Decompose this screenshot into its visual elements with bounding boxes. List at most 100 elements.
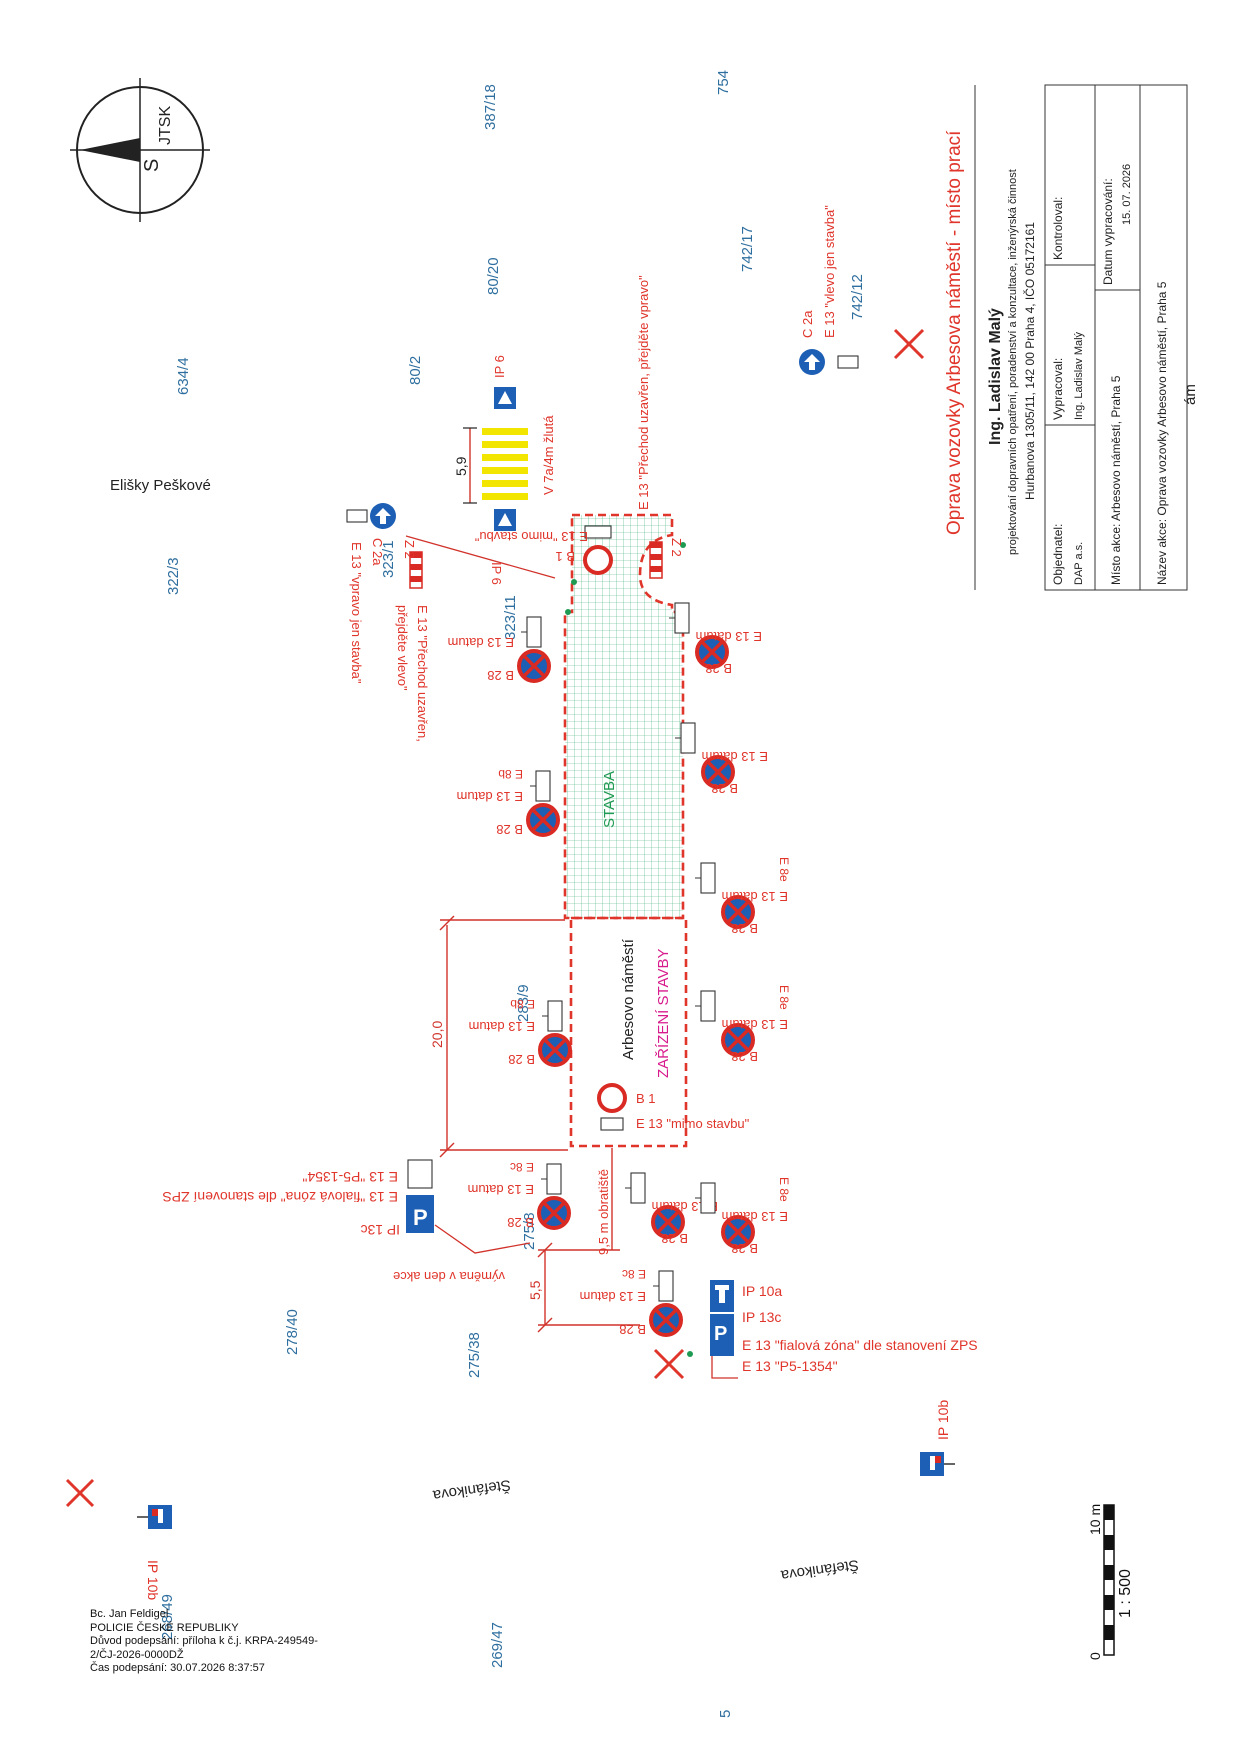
crosswalk-marking: V 7a/4m žlutá 5,9 <box>453 415 556 504</box>
street-stefanikova-left: Štefánikova <box>431 1476 512 1504</box>
parcel-number: 269/47 <box>489 1622 506 1668</box>
b28-no-stopping-sign <box>649 1303 683 1337</box>
parcel-number: 742/12 <box>849 274 866 320</box>
e8-label: E 8b <box>498 767 523 781</box>
c2a-sign-right <box>799 349 859 375</box>
obratiste-label: 9,5 m obratiště <box>596 1169 611 1255</box>
b28-label: B 28 <box>731 1241 758 1256</box>
b28-label: B 28 <box>731 921 758 936</box>
corner-dot <box>687 1351 693 1357</box>
scale-zero: 0 <box>1087 1652 1103 1660</box>
stamp-time: Čas podepsání: 30.07.2026 8:37:57 <box>90 1662 265 1674</box>
c2a-sign-left: C 2a <box>346 503 396 566</box>
vymena-label: výměna v den akce <box>393 1269 505 1284</box>
ip10a-label: IP 10a <box>742 1283 782 1299</box>
company-name: Ing. Ladislav Malý <box>987 308 1004 445</box>
ip10b-label: IP 10b <box>935 1400 951 1440</box>
e8-label: E 8e <box>777 1177 791 1202</box>
removal-x-marker <box>65 1478 95 1508</box>
e13-plate <box>624 1172 646 1204</box>
kontroloval-label: Kontroloval: <box>1051 197 1065 260</box>
e13-plate <box>694 862 716 894</box>
ip6-sign <box>494 509 516 531</box>
vypracoval-label: Vypracoval: <box>1051 358 1065 420</box>
svg-text:P: P <box>413 1205 428 1230</box>
b28-signs: B 28 E 13 datum B 28 E 13 datum B 28 E 13 dat… <box>448 602 791 1337</box>
ip6-label: IP 6 <box>492 355 507 378</box>
e8-label: E 8c <box>622 1267 646 1281</box>
e13-datum-label: E 13 datum <box>469 1019 536 1034</box>
parcel-number: 634/4 <box>175 357 192 395</box>
parcel-number: 322/3 <box>165 557 182 595</box>
parcel-number: 80/2 <box>407 356 424 385</box>
parcel-number: 80/20 <box>485 257 502 295</box>
b28-no-stopping-sign <box>538 1033 572 1067</box>
v7a-label: V 7a/4m žlutá <box>541 415 556 495</box>
z2-label: Z 2 <box>669 538 684 557</box>
nazev-akce: Název akce: Oprava vozovky Arbesovo námě… <box>1155 281 1169 585</box>
ip10b-left-label: IP 10b <box>145 1560 161 1600</box>
b1-sign-top <box>583 525 613 575</box>
ip6-sign <box>494 387 516 409</box>
e13-plate <box>520 616 542 648</box>
datum-value: 15. 07. 2026 <box>1121 164 1133 225</box>
ip13c-left-label: IP 13c <box>361 1222 400 1238</box>
street-elisky-peskove: Elišky Peškové <box>110 477 211 494</box>
ip13c-label: IP 13c <box>742 1309 781 1325</box>
e13-vpravo-label: E 13 "vpravo jen stavba" <box>349 542 364 684</box>
arbesovo-label: Arbesovo náměstí <box>620 938 637 1060</box>
e13-plate <box>541 1000 563 1032</box>
e13-mimo-top-label: E 13 "mimo stavbu" <box>474 529 588 544</box>
e13-datum-label: E 13 datum <box>722 1017 789 1032</box>
e13-plate <box>540 1163 562 1195</box>
stavba-label: STAVBA <box>601 771 618 828</box>
b28-label: B 28 <box>619 1322 646 1337</box>
e8-label: E 8e <box>777 857 791 882</box>
z2-label: Z 2 <box>402 540 417 559</box>
scale-bar: 0 10 m 1 : 500 <box>1087 1504 1134 1660</box>
b1-label: B 1 <box>636 1091 656 1106</box>
ip6-label: IP 6 <box>489 562 504 585</box>
b28-label: B 28 <box>508 1052 535 1067</box>
b1-sign-bottom <box>597 1083 627 1131</box>
dimension-5-5: 5,5 <box>527 1242 640 1333</box>
b28-label: B 28 <box>731 1049 758 1064</box>
removal-x-marker <box>653 1348 685 1380</box>
parcel-number: 268/49 <box>159 1594 176 1640</box>
e13-plate <box>652 1270 674 1302</box>
parcel-number: 742/17 <box>739 226 756 272</box>
construction-area: STAVBA <box>563 513 685 920</box>
e13-plate <box>694 990 716 1022</box>
corner-dot <box>565 609 571 615</box>
b28-label: B 28 <box>496 822 523 837</box>
e13-datum-label: E 13 datum <box>580 1289 647 1304</box>
prechod-vlevo-label-2: přejděte vlevo" <box>395 605 410 691</box>
parcel-number: 283/9 <box>515 984 532 1022</box>
title-block: Oprava vozovky Arbesova náměstí - místo … <box>944 84 1188 591</box>
b28-no-stopping-sign <box>517 649 551 683</box>
e13-datum-label: E 13 datum <box>468 1182 535 1197</box>
parcel-number: 5 <box>717 1710 734 1718</box>
p5-left-label: E 13 "P5-1354" <box>302 1169 398 1185</box>
e8-label: E 8e <box>777 985 791 1010</box>
e8-label: E 8b <box>510 997 535 1011</box>
parcel-number: 754 <box>715 70 732 95</box>
e13-datum-label: E 13 datum <box>722 1209 789 1224</box>
datum-label: Datum vypracování: <box>1101 178 1115 285</box>
b28-label: B 28 <box>705 661 732 676</box>
scale-ratio: 1 : 500 <box>1117 1569 1134 1618</box>
e13-datum-label: E 13 datum <box>448 635 515 650</box>
b1-label: B 1 <box>555 549 575 564</box>
b28-no-stopping-sign <box>526 803 560 837</box>
corner-dot <box>571 579 577 585</box>
dim-5-5-label: 5,5 <box>527 1280 543 1300</box>
fialova-label: E 13 "fialová zóna" dle stanovení ZPS <box>742 1337 978 1353</box>
company-desc: projektování dopravních opatření, porade… <box>1007 169 1019 555</box>
prechod-vlevo-label-1: E 13 "Přechod uzavřen, <box>415 605 430 742</box>
removal-x-marker <box>893 328 925 360</box>
digital-signature-stamp: Bc. Jan Feldigel POLICIE ČESKÉ REPUBLIKY… <box>90 1608 390 1676</box>
zarizeni-label: ZAŘÍZENÍ STAVBY <box>655 949 672 1078</box>
dimension-20: 20,0 <box>429 915 568 1158</box>
e13-datum-label: E 13 datum <box>696 629 763 644</box>
stamp-reason-1: Důvod podepsání: příloha k č.j. KRPA-249… <box>90 1635 318 1647</box>
